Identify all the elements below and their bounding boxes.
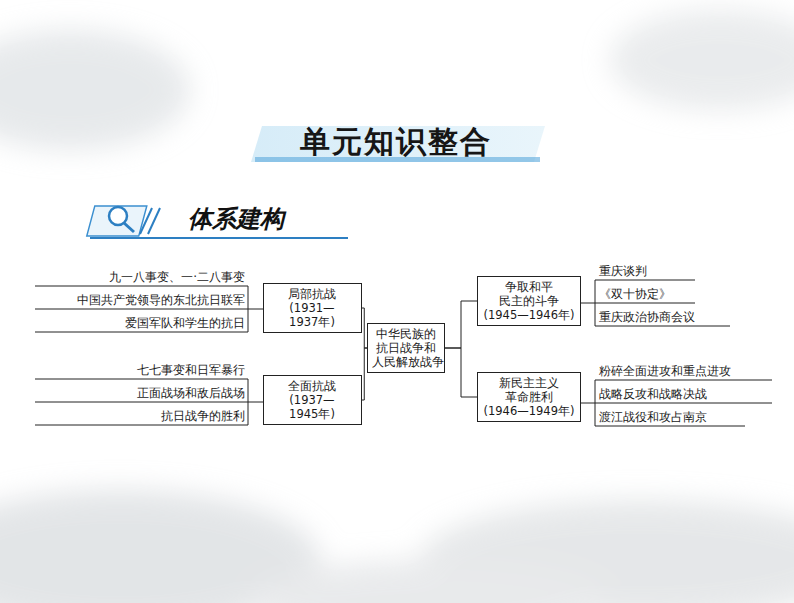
section-heading: 体系建构 bbox=[188, 205, 284, 233]
box-text: (1931—1937年) bbox=[268, 301, 357, 329]
topic-item: 粉碎全面进攻和重点进攻 bbox=[599, 364, 731, 378]
topic-item: 中国共产党领导的东北抗日联军 bbox=[77, 293, 245, 307]
topic-item: 《双十协定》 bbox=[599, 287, 671, 301]
topic-item: 渡江战役和攻占南京 bbox=[599, 410, 707, 424]
box-text: 争取和平 民主的斗争 bbox=[482, 280, 576, 308]
box-text: 局部抗战 bbox=[268, 287, 357, 301]
box-text: (1946—1949年) bbox=[482, 404, 576, 418]
topic-item: 正面战场和敌后战场 bbox=[137, 386, 245, 400]
topic-item: 重庆谈判 bbox=[599, 264, 647, 278]
topic-item: 重庆政治协商会议 bbox=[599, 310, 695, 324]
topic-item: 九一八事变、一·二八事变 bbox=[109, 270, 245, 284]
box-text: 中华民族的 抗日战争和 人民解放战争 bbox=[372, 327, 440, 369]
box-text: 新民主主义 革命胜利 bbox=[482, 376, 576, 404]
period-box: 全面抗战(1937—1945年) bbox=[263, 375, 362, 425]
page-title: 单元知识整合 bbox=[300, 124, 492, 160]
period-box: 局部抗战(1931—1937年) bbox=[263, 283, 362, 333]
topic-item: 战略反攻和战略决战 bbox=[599, 387, 707, 401]
topic-item: 抗日战争的胜利 bbox=[161, 409, 245, 423]
period-box: 争取和平 民主的斗争(1945—1946年) bbox=[477, 276, 581, 326]
box-text: 全面抗战 bbox=[268, 379, 357, 393]
central-theme-box: 中华民族的 抗日战争和 人民解放战争 bbox=[367, 323, 445, 373]
period-box: 新民主主义 革命胜利(1946—1949年) bbox=[477, 372, 581, 422]
topic-item: 七七事变和日军暴行 bbox=[137, 363, 245, 377]
mist-mountains bbox=[0, 10, 794, 603]
connector bbox=[445, 348, 477, 397]
magnifier-icon bbox=[87, 206, 160, 236]
box-text: (1937—1945年) bbox=[268, 393, 357, 421]
brackets-underlines bbox=[35, 280, 772, 426]
subtitle-underline bbox=[90, 237, 348, 239]
connector bbox=[445, 301, 477, 348]
topic-item: 爱国军队和学生的抗日 bbox=[125, 316, 245, 330]
box-text: (1945—1946年) bbox=[482, 308, 576, 322]
